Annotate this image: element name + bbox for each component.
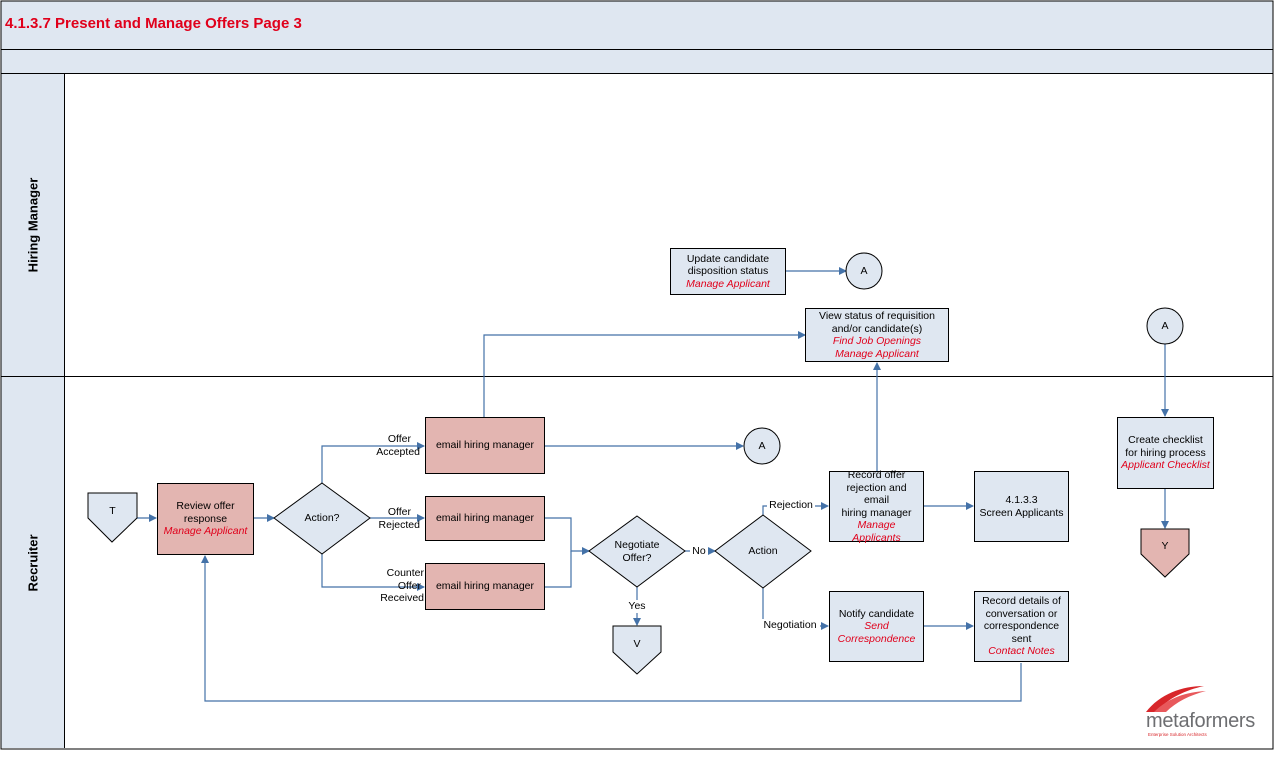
connector-a-hiring-label: A — [860, 265, 868, 277]
screen-applicants-box: 4.1.3.3 Screen Applicants — [974, 471, 1069, 542]
decision-action-2-label: Action — [748, 545, 778, 557]
title-bar: 4.1.3.7 Present and Manage Offers Page 3 — [1, 1, 1273, 50]
edge-label-yes: Yes — [622, 600, 652, 613]
email-accepted-box: email hiring manager — [425, 417, 545, 474]
view-status-line1: View status of requisition — [819, 310, 935, 322]
review-offer-box: Review offer response Manage Applicant — [157, 483, 254, 555]
record-details-line2: conversation or — [985, 607, 1058, 620]
notify-candidate-line1: Notify candidate — [838, 607, 915, 620]
connector-t — [87, 492, 138, 543]
connector-a-recruiter — [743, 427, 781, 465]
edge-label-offer-rejected-1: Offer — [387, 506, 411, 518]
lane-header-recruiter: Recruiter — [1, 377, 65, 748]
record-details-link: Contact Notes — [988, 645, 1055, 658]
update-status-link: Manage Applicant — [686, 277, 770, 290]
create-checklist-box: Create checklist for hiring process Appl… — [1117, 417, 1214, 489]
email-counter-box: email hiring manager — [425, 563, 545, 610]
record-rejection-line1: Record offer — [847, 469, 906, 481]
edge-label-negotiation: Negotiation — [760, 619, 820, 632]
edge-label-counter-3: Received — [380, 592, 424, 604]
header-strip — [1, 50, 1273, 74]
edge-label-offer-accepted: Offer Accepted — [362, 433, 420, 458]
view-status-link1: Find Job Openings — [832, 335, 922, 347]
edge-label-offer-accepted-1: Offer — [387, 433, 411, 445]
notify-candidate-link1: Send — [864, 620, 889, 633]
logo-word-part2: formers — [1189, 710, 1255, 732]
record-details-line3: correspondence — [983, 620, 1060, 633]
create-checklist-line2: for hiring process — [1125, 446, 1206, 459]
record-details-line4: sent — [1011, 632, 1032, 645]
email-rejected-label: email hiring manager — [435, 512, 535, 525]
decision-negotiate-line1: Negotiate — [614, 539, 660, 551]
edge-label-no: No — [690, 545, 708, 558]
logo-swoosh-icon — [1146, 686, 1206, 712]
update-status-line1: Update candidate — [686, 252, 770, 265]
email-accepted-label: email hiring manager — [435, 439, 535, 452]
edge-label-counter-2: Offer — [397, 579, 421, 592]
review-offer-line1: Review offer — [176, 500, 235, 513]
screen-applicants-line1: 4.1.3.3 — [1005, 494, 1038, 506]
update-status-line2: disposition status — [687, 265, 769, 278]
decision-negotiate-label: Negotiate Offer? — [600, 539, 674, 564]
record-rejection-line2: rejection and email — [846, 481, 907, 507]
edge-offer-accepted — [321, 442, 425, 483]
edge-accepted-view — [483, 331, 806, 417]
decision-action-2 — [714, 514, 812, 589]
email-rejected-box: email hiring manager — [425, 496, 545, 541]
logo-wordmark: metaformers — [1146, 710, 1255, 733]
edge-label-offer-rejected: Offer Rejected — [362, 506, 420, 531]
decision-action — [273, 482, 371, 555]
logo-tagline: Enterprise Solution Architects — [1148, 732, 1207, 737]
notify-candidate-link2: Correspondence — [837, 632, 916, 645]
screen-applicants-line2: Screen Applicants — [979, 506, 1064, 519]
edge-label-counter: Counter Offer Received — [362, 567, 424, 605]
connector-y-label: Y — [1161, 540, 1169, 552]
update-status-box: Update candidate disposition status Mana… — [670, 248, 786, 295]
edge-label-offer-accepted-2: Accepted — [376, 445, 420, 458]
connector-a-top-right — [1146, 307, 1184, 345]
connector-y — [1140, 528, 1190, 578]
connector-t-label: T — [109, 505, 116, 517]
create-checklist-link: Applicant Checklist — [1121, 459, 1210, 472]
record-rejection-link1: Manage — [857, 519, 896, 531]
decision-action-label: Action? — [304, 512, 340, 524]
notify-candidate-box: Notify candidate Send Correspondence — [829, 591, 924, 662]
view-status-box: View status of requisition and/or candid… — [805, 308, 949, 362]
edge-counter-offer — [321, 554, 425, 591]
connector-v — [612, 625, 662, 675]
logo-word-part1: meta — [1146, 710, 1190, 732]
decision-negotiate-line2: Offer? — [622, 551, 652, 564]
lane-header-hiring-manager: Hiring Manager — [1, 74, 65, 377]
edge-label-offer-rejected-2: Rejected — [378, 518, 420, 531]
email-counter-label: email hiring manager — [435, 580, 535, 593]
review-offer-line2: response — [183, 512, 228, 525]
edge-loop-review — [201, 555, 1022, 702]
page-title: 4.1.3.7 Present and Manage Offers Page 3 — [5, 15, 302, 32]
edge-counter-negotiate — [545, 551, 572, 588]
edge-label-counter-1: Counter — [386, 567, 424, 579]
record-details-line1: Record details of — [982, 595, 1061, 608]
connector-a-recruiter-label: A — [758, 440, 766, 452]
edge-rejected-negotiate — [545, 517, 590, 555]
edge-label-rejection: Rejection — [767, 499, 815, 512]
decision-negotiate-offer — [588, 515, 686, 588]
record-details-box: Record details of conversation or corres… — [974, 591, 1069, 662]
review-offer-link: Manage Applicant — [163, 525, 248, 538]
record-rejection-line3: hiring manager — [841, 506, 912, 519]
metaformers-logo: metaformers Enterprise Solution Architec… — [1138, 684, 1266, 740]
view-status-line2: and/or candidate(s) — [831, 322, 923, 335]
create-checklist-line1: Create checklist — [1128, 434, 1203, 447]
record-rejection-link2: Applicants — [852, 531, 901, 544]
connector-a-hiring — [845, 252, 883, 290]
record-rejection-box: Record offer rejection and email hiring … — [829, 469, 924, 544]
view-status-link2: Manage Applicant — [835, 347, 919, 360]
connector-v-label: V — [633, 638, 641, 650]
connector-a-top-right-label: A — [1161, 320, 1169, 332]
